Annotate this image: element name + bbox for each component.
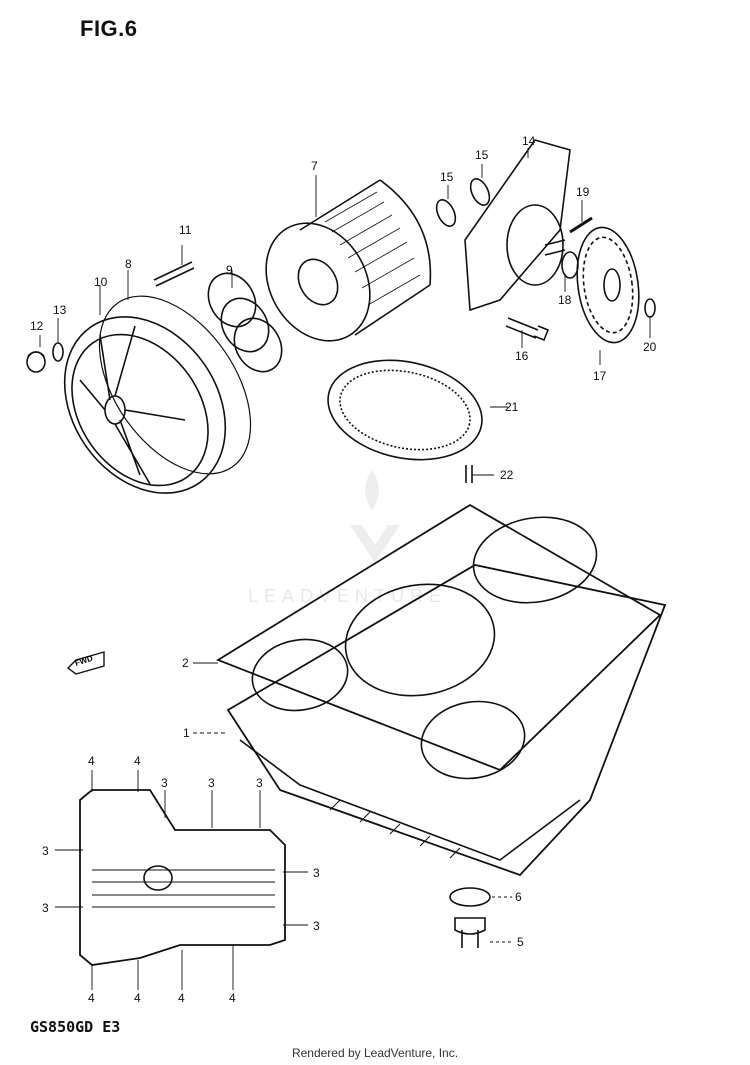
leader-lines: [39, 148, 651, 990]
footer-credit: Rendered by LeadVenture, Inc.: [291, 1046, 459, 1060]
callout-5: 5: [517, 935, 524, 949]
callout-15b: 15: [475, 148, 489, 162]
callout-4-top-b: 4: [134, 754, 141, 768]
part-oil-filter: [265, 179, 432, 342]
callout-3-top-a: 3: [161, 776, 168, 790]
part-drain-plug: [454, 917, 486, 948]
part-dowel-pin: [569, 216, 593, 234]
callout-21: 21: [505, 400, 519, 414]
callout-4-bottom-c: 4: [178, 991, 185, 1005]
callout-2: 2: [182, 656, 189, 670]
part-oil-pan: [226, 564, 667, 877]
callout-3-top-c: 3: [256, 776, 263, 790]
callout-4-bottom-d: 4: [229, 991, 236, 1005]
part-pump-bolt: [505, 317, 550, 342]
callout-labels: 11 9 7 8 10 13 12 15 15 14 19 18 16 17 2…: [30, 134, 657, 1005]
watermark-text: LEADVENTURE: [248, 586, 447, 606]
figure-title: FIG.6: [80, 16, 138, 41]
part-pump-washer: [561, 251, 579, 279]
callout-3-right-a: 3: [313, 866, 320, 880]
callout-3-left-a: 3: [42, 844, 49, 858]
part-oil-pump: [464, 139, 571, 312]
fwd-arrow-icon: [66, 651, 105, 675]
part-o-ring-large: [98, 295, 252, 475]
callout-3-top-b: 3: [208, 776, 215, 790]
model-code: GS850GD E3: [30, 1018, 121, 1036]
v-logo-icon: [350, 525, 400, 563]
callout-19: 19: [576, 185, 590, 199]
part-drain-washer: [449, 887, 491, 907]
part-pump-gear: [576, 226, 640, 344]
part-o-ring-small-b: [469, 178, 491, 206]
callout-17: 17: [593, 369, 607, 383]
part-washer: [52, 342, 64, 362]
flame-logo-icon: [365, 470, 379, 510]
fwd-label: FWD: [74, 654, 94, 668]
callout-1: 1: [183, 726, 190, 740]
part-cap-nut: [26, 351, 46, 373]
callout-22: 22: [500, 468, 514, 482]
part-o-ring-small-a: [435, 199, 457, 227]
part-circlip: [644, 298, 656, 318]
part-pin: [153, 261, 195, 287]
callout-4-bottom-b: 4: [134, 991, 141, 1005]
callout-18: 18: [558, 293, 572, 307]
callout-3-left-b: 3: [42, 901, 49, 915]
callout-16: 16: [515, 349, 529, 363]
part-oil-filter-cap: [63, 316, 227, 494]
callout-4-top-a: 4: [88, 754, 95, 768]
part-spring: [207, 272, 283, 373]
callout-6: 6: [515, 890, 522, 904]
callout-7: 7: [311, 159, 318, 173]
callout-20: 20: [643, 340, 657, 354]
callout-14: 14: [522, 134, 536, 148]
callout-13: 13: [53, 303, 67, 317]
part-strainer-bolt: [465, 465, 473, 483]
callout-11: 11: [179, 223, 192, 237]
callout-10: 10: [94, 275, 108, 289]
callout-4-bottom-a: 4: [88, 991, 95, 1005]
callout-8: 8: [125, 257, 132, 271]
part-oil-strainer: [327, 359, 483, 461]
callout-12: 12: [30, 319, 44, 333]
callout-9: 9: [226, 263, 233, 277]
part-oil-pan-bottom-view: [79, 789, 286, 966]
callout-3-right-b: 3: [313, 919, 320, 933]
part-oil-pan-gasket: [215, 503, 662, 780]
callout-15a: 15: [440, 170, 454, 184]
